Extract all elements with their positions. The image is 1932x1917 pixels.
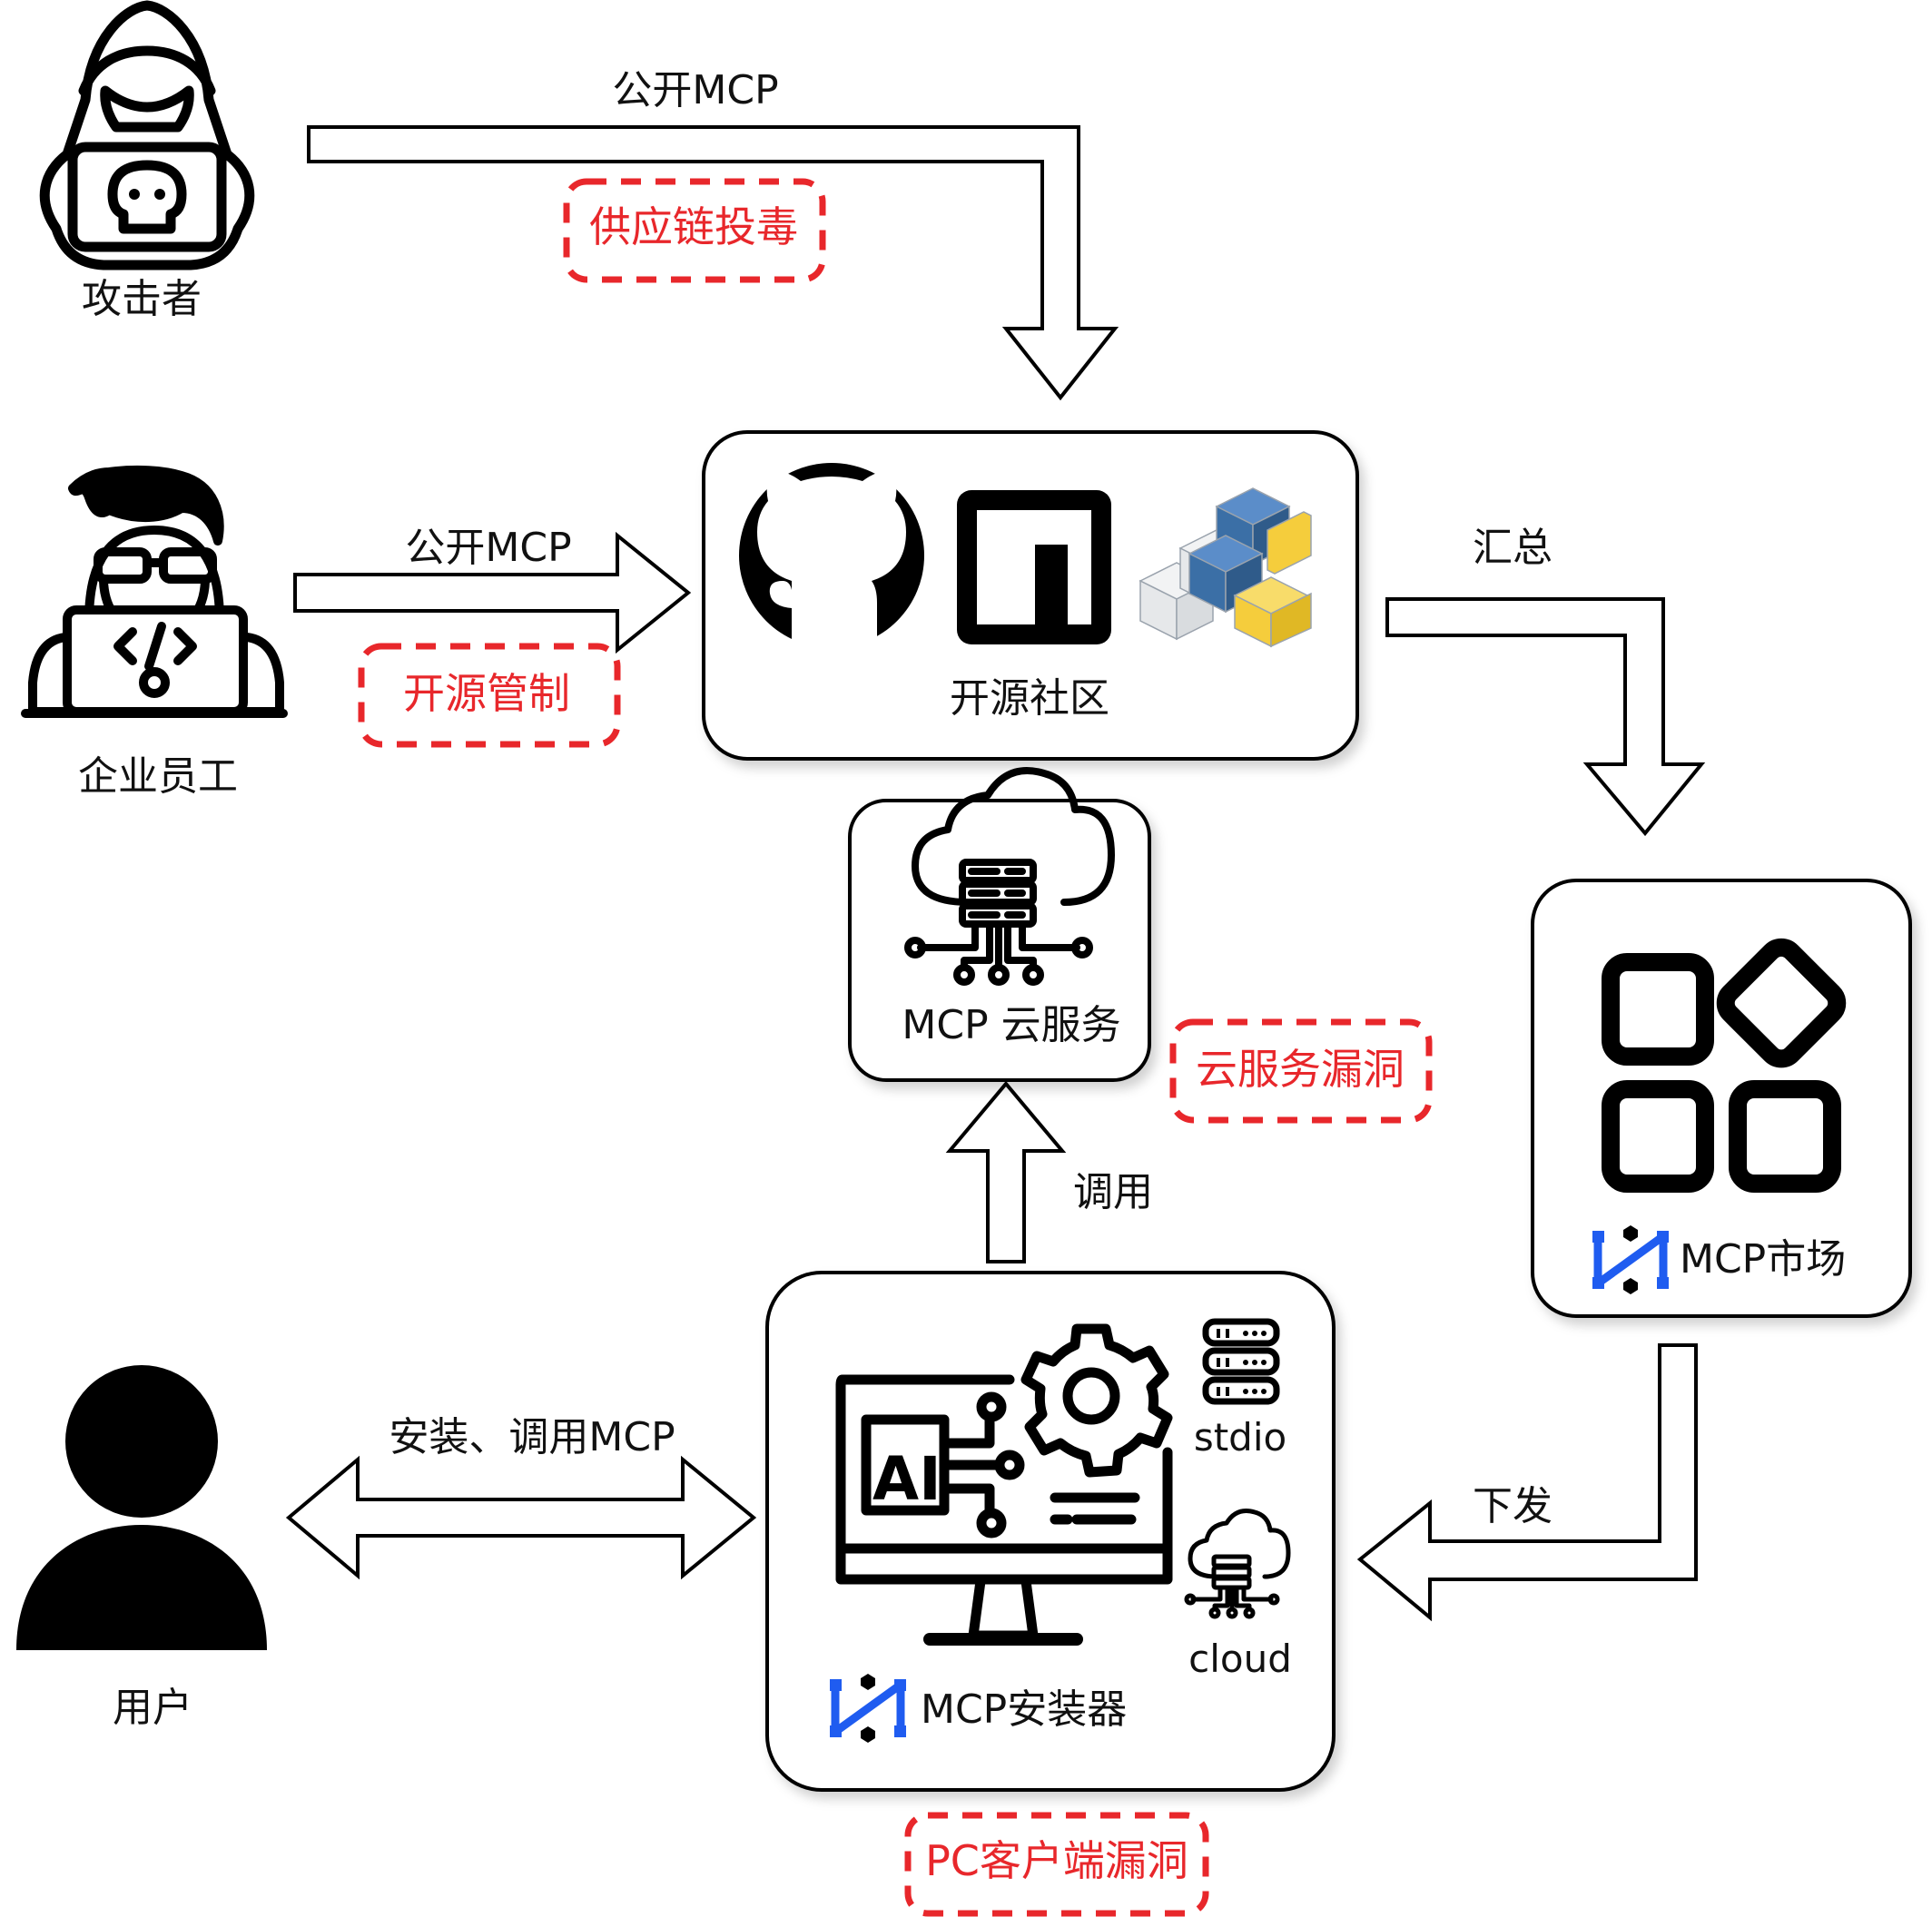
mcp-installer-logo-icon [830,1674,906,1743]
cloud-mode-icon [1184,1509,1291,1619]
risk-open-source-control-frame [358,643,621,748]
installer-box [765,1271,1336,1792]
cloud-label: cloud [1188,1637,1292,1681]
npm-icon [957,490,1111,644]
risk-supply-chain-frame [563,178,826,283]
github-icon [739,463,924,650]
arrow-community-to-market [1385,597,1706,837]
pypi-icon [1138,487,1312,648]
edge-aggregate: 汇总 [1473,525,1552,571]
arrow-market-to-installer [1356,1343,1698,1622]
risk-supply-chain-label: 供应链投毒 [589,202,798,251]
risk-cloud-vuln-frame [1169,1018,1433,1124]
arrow-attacker-to-community [307,125,1119,401]
svg-text:AI: AI [872,1444,941,1514]
edge-attacker-publish: 公开MCP [612,67,778,113]
arrow-installer-to-cloud [945,1080,1067,1263]
ai-computer-icon: AI [835,1323,1173,1646]
apps-grid-icon [1602,938,1847,1193]
edge-user-install: 安装、调用MCP [389,1414,675,1460]
user-label: 用户 [113,1685,192,1731]
installer-label: MCP安装器 [921,1686,1127,1733]
attacker-label: 攻击者 [82,276,202,322]
stdio-label: stdio [1194,1415,1286,1460]
market-label: MCP市场 [1680,1236,1846,1283]
user-icon [16,1365,267,1650]
edge-distribute: 下发 [1473,1483,1552,1529]
edge-employee-publish: 公开MCP [405,525,571,571]
mcp-market-logo-icon [1592,1225,1669,1294]
open-source-label: 开源社区 [950,675,1109,722]
risk-open-source-control-label: 开源管制 [403,669,570,718]
hacker-icon [39,0,255,270]
risk-pc-vuln-label: PC客户端漏洞 [925,1836,1188,1885]
developer-icon [21,465,288,718]
risk-pc-vuln-frame [904,1812,1209,1917]
employee-label: 企业员工 [78,753,238,800]
cloud-service-label: MCP 云服务 [902,1002,1120,1048]
server-rack-icon [1202,1318,1280,1405]
arrow-user-installer [285,1455,757,1580]
arrow-employee-to-community [293,531,692,654]
market-box [1531,879,1912,1318]
cloud-server-icon [904,767,1115,986]
edge-invoke: 调用 [1073,1169,1153,1215]
risk-cloud-vuln-label: 云服务漏洞 [1196,1045,1405,1094]
